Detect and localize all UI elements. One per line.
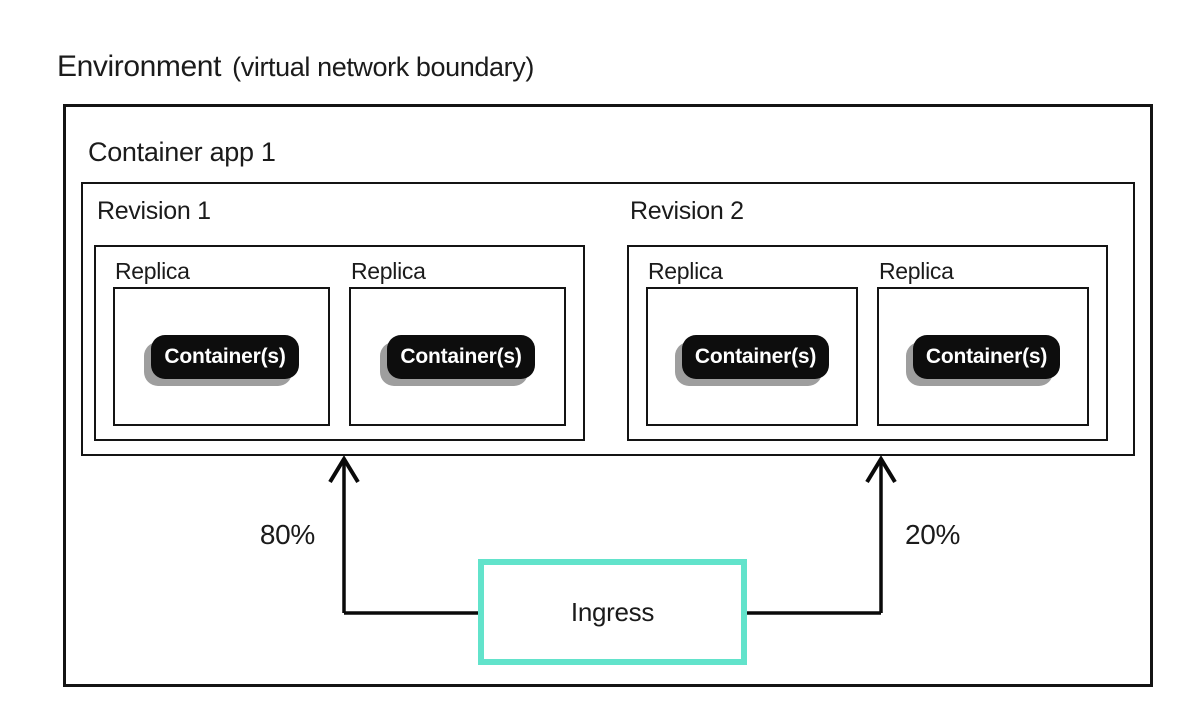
revision-2-label: Revision 2 — [630, 197, 744, 225]
revision-2-replica-1: Replica Container(s) — [646, 256, 858, 426]
environment-title-subtitle: (virtual network boundary) — [232, 52, 534, 82]
container-pill: Container(s) — [387, 334, 535, 379]
container-pill: Container(s) — [151, 334, 299, 379]
container-app-label: Container app 1 — [88, 137, 276, 167]
environment-title-main: Environment — [57, 50, 222, 83]
replica-box: Container(s) — [349, 287, 566, 426]
revision-1-replica-2: Replica Container(s) — [349, 256, 566, 426]
container-pill: Container(s) — [681, 334, 830, 379]
container-app-box: Revision 1 Replica Container(s) Replica … — [81, 182, 1135, 456]
revision-1-label: Revision 1 — [97, 197, 211, 225]
ingress-label: Ingress — [570, 596, 655, 627]
revision-2-box: Replica Container(s) Replica Container(s… — [627, 245, 1108, 441]
replica-label: Replica — [648, 258, 723, 284]
replica-label: Replica — [879, 258, 954, 284]
revision-2-replica-2: Replica Container(s) — [877, 256, 1089, 426]
replica-label: Replica — [351, 258, 426, 284]
traffic-percent-revision-1: 80% — [259, 519, 315, 550]
environment-title-suffix: (virtual network boundary) — [225, 52, 534, 82]
revision-1-replica-1: Replica Container(s) — [113, 256, 330, 426]
environment-boundary-box: Container app 1 Revision 1 Replica Conta… — [63, 104, 1153, 687]
revision-1-box: Replica Container(s) Replica Container(s… — [94, 245, 585, 441]
replica-box: Container(s) — [877, 287, 1089, 426]
replica-box: Container(s) — [646, 287, 858, 426]
replica-label: Replica — [115, 258, 190, 284]
revision-2-group: Revision 2 Replica Container(s) Replica … — [627, 194, 1108, 441]
revision-1-group: Revision 1 Replica Container(s) Replica … — [94, 194, 585, 441]
container-pill: Container(s) — [912, 334, 1061, 379]
traffic-percent-revision-2: 20% — [905, 519, 961, 550]
replica-box: Container(s) — [113, 287, 330, 426]
environment-title: Environment (virtual network boundary) — [57, 48, 534, 91]
ingress-box: Ingress — [478, 559, 747, 665]
